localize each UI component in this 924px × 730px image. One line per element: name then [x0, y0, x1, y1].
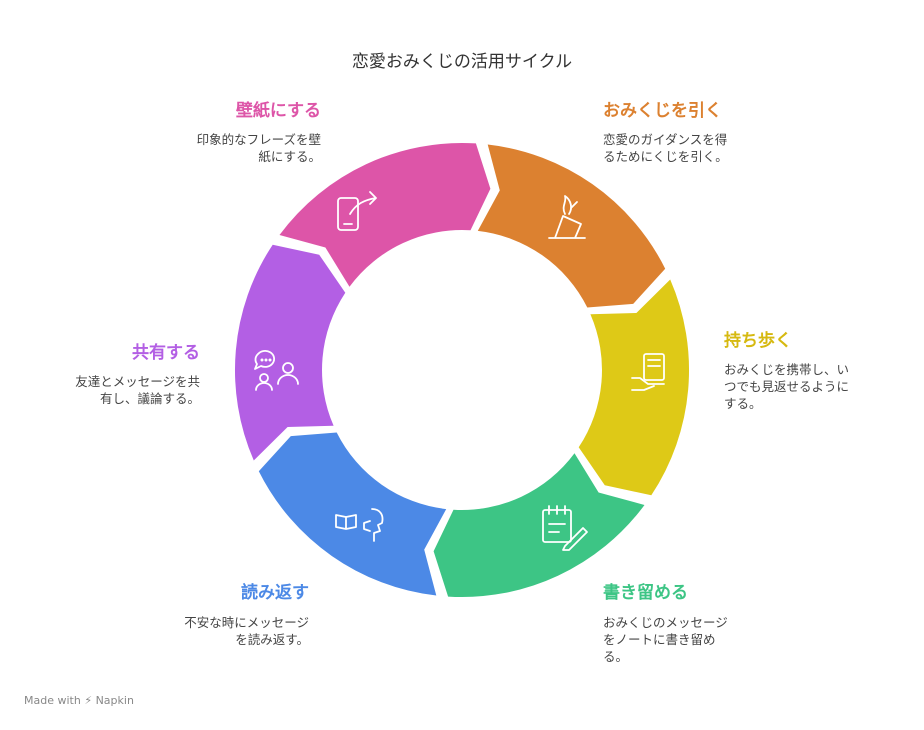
segment-share	[234, 244, 346, 461]
step-title-share: 共有する	[132, 343, 200, 363]
step-desc-share: 友達とメッセージを共有し、議論する。	[75, 374, 200, 406]
book-reading-icon	[335, 508, 384, 542]
segment-reread	[258, 432, 447, 596]
people-chat-icon	[254, 350, 299, 391]
segment-draw	[477, 144, 666, 308]
carry-card-icon	[631, 353, 665, 391]
phone-share-icon	[337, 191, 377, 231]
step-desc-reread: 不安な時にメッセージを読み返す。	[184, 615, 309, 647]
step-title-draw: おみくじを引く	[603, 101, 722, 121]
note-pencil-icon	[542, 505, 588, 551]
step-title-wallpaper: 壁紙にする	[235, 101, 321, 121]
step-title-write: 書き留める	[603, 583, 688, 603]
diagram-title: 恋愛おみくじの活用サイクル	[351, 52, 573, 72]
segment-carry	[578, 279, 690, 496]
step-desc-wallpaper: 印象的なフレーズを壁紙にする。	[196, 132, 321, 164]
hand-drawing-icon	[548, 195, 586, 239]
segment-write	[433, 453, 645, 598]
step-desc-carry: おみくじを携帯し、いつでも見返せるようにする。	[724, 362, 850, 411]
segment-wallpaper	[279, 142, 491, 287]
napkin-logo-icon: ⚡	[84, 694, 93, 707]
step-desc-draw: 恋愛のガイダンスを得るためにくじを引く。	[603, 132, 728, 164]
made-with-credit: Made with ⚡ Napkin	[24, 694, 134, 707]
step-title-carry: 持ち歩く	[724, 331, 792, 351]
step-desc-write: おみくじのメッセージをノートに書き留める。	[603, 615, 728, 664]
step-title-reread: 読み返す	[241, 583, 309, 603]
